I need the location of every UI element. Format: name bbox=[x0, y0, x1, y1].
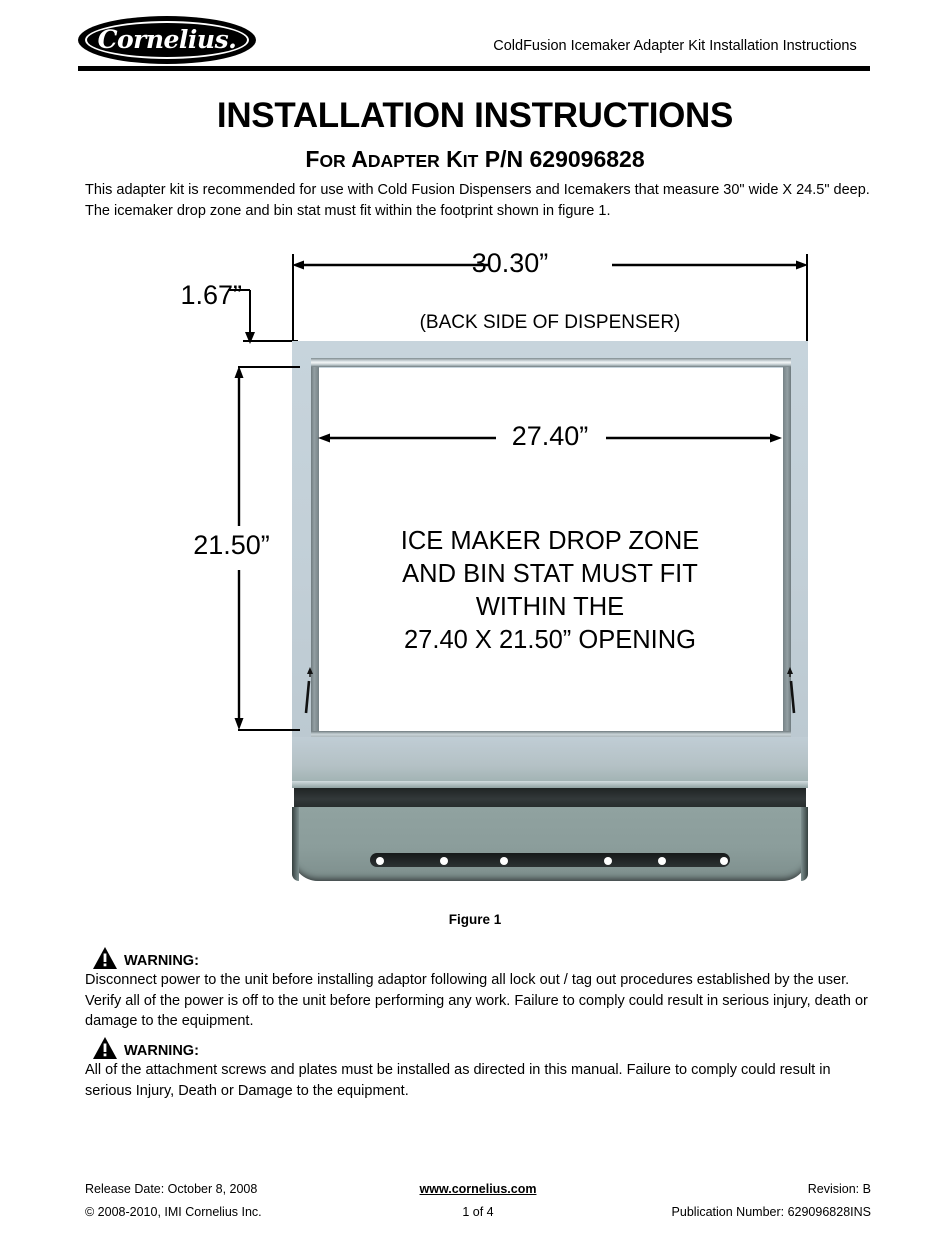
page-header: Cornelius. ColdFusion Icemaker Adapter K… bbox=[0, 0, 950, 78]
dispenser-base-edge-right bbox=[801, 807, 808, 881]
fastener-mark-right bbox=[786, 667, 796, 714]
dispenser-base bbox=[292, 807, 808, 881]
header-title: ColdFusion Icemaker Adapter Kit Installa… bbox=[493, 38, 857, 54]
dispenser-base-edge-left bbox=[292, 807, 299, 881]
footer-page-number: 1 of 4 bbox=[462, 1205, 494, 1219]
subtitle-a: A bbox=[345, 146, 368, 172]
intro-paragraph: This adapter kit is recommended for use … bbox=[85, 182, 870, 219]
warning-heading: WARNING: bbox=[93, 1037, 871, 1059]
dimension-arrow-opening-height-upper bbox=[234, 366, 244, 526]
subtitle-part-number: P/N 629096828 bbox=[478, 146, 645, 172]
drip-tray-dot bbox=[604, 857, 612, 865]
leader-line-opening-bottom bbox=[238, 729, 300, 731]
dimension-arrow-top-offset bbox=[228, 289, 255, 344]
dispenser-lower-body bbox=[292, 737, 808, 785]
subtitle-k: K bbox=[439, 146, 463, 172]
extension-line-right-top bbox=[806, 254, 808, 342]
page-footer: Release Date: October 8, 2008 www.cornel… bbox=[85, 1178, 871, 1224]
figure-1: 30.30” 1.67” (BACK SIDE OF DISPENSER) bbox=[0, 240, 950, 940]
subtitle-it: IT bbox=[462, 151, 479, 171]
leader-line-opening-top bbox=[238, 366, 300, 368]
callout-line: 27.40 X 21.50” OPENING bbox=[404, 626, 696, 654]
dispenser-post-right bbox=[783, 367, 791, 737]
footer-copyright: © 2008-2010, IMI Cornelius Inc. bbox=[85, 1205, 262, 1219]
drip-tray-dot bbox=[500, 857, 508, 865]
drip-tray-dot bbox=[440, 857, 448, 865]
opening-callout-text: ICE MAKER DROP ZONE AND BIN STAT MUST FI… bbox=[318, 525, 782, 657]
subtitle-or: OR bbox=[319, 151, 346, 171]
footer-revision: Revision: B bbox=[807, 1182, 871, 1196]
callout-line: AND BIN STAT MUST FIT bbox=[402, 560, 698, 588]
cornelius-logo: Cornelius. bbox=[78, 16, 256, 64]
dimension-arrow-opening-width bbox=[318, 433, 782, 443]
warning-text: All of the attachment screws and plates … bbox=[85, 1062, 831, 1099]
dimension-label-top-offset: 1.67” bbox=[180, 280, 242, 310]
warning-text: Disconnect power to the unit before inst… bbox=[85, 972, 868, 1029]
backside-label: (BACK SIDE OF DISPENSER) bbox=[419, 312, 681, 333]
drip-tray-dot bbox=[658, 857, 666, 865]
warning-label: WARNING: bbox=[124, 953, 199, 969]
figure-caption: Figure 1 bbox=[448, 912, 502, 927]
dispenser-opening bbox=[318, 368, 784, 736]
dispenser-dark-band bbox=[294, 788, 806, 808]
dimension-label-opening-width: 27.40” bbox=[511, 421, 589, 451]
subtitle-dapter: DAPTER bbox=[367, 151, 440, 171]
footer-row-bottom: © 2008-2010, IMI Cornelius Inc. 1 of 4 P… bbox=[85, 1201, 871, 1224]
extension-line-left-top bbox=[292, 254, 294, 342]
drip-tray-dot bbox=[376, 857, 384, 865]
callout-line: WITHIN THE bbox=[475, 593, 625, 621]
dimension-label-overall-width: 30.30” bbox=[471, 248, 549, 278]
leader-line-top-offset bbox=[243, 340, 298, 342]
footer-row-top: Release Date: October 8, 2008 www.cornel… bbox=[85, 1178, 871, 1201]
dispenser-illustration bbox=[292, 341, 808, 881]
header-divider-rule bbox=[78, 66, 870, 71]
dispenser-top-rail bbox=[311, 358, 791, 367]
drip-tray-dot bbox=[720, 857, 728, 865]
dimension-arrow-opening-height-lower bbox=[234, 570, 244, 730]
warning-triangle-icon bbox=[93, 1037, 117, 1059]
callout-line: ICE MAKER DROP ZONE bbox=[400, 527, 700, 555]
dispenser-trim-band bbox=[292, 781, 808, 788]
dimension-label-opening-height: 21.50” bbox=[193, 530, 270, 560]
dispenser-post-left bbox=[311, 367, 319, 737]
logo-inner-ring bbox=[85, 21, 249, 59]
dispenser-sill-rail bbox=[311, 731, 791, 739]
footer-website-link[interactable]: www.cornelius.com bbox=[419, 1182, 537, 1196]
warning-triangle-icon bbox=[93, 947, 117, 969]
warning-label: WARNING: bbox=[124, 1043, 199, 1059]
logo-wordmark: Cornelius. bbox=[97, 24, 237, 54]
footer-publication-number: Publication Number: 629096828INS bbox=[671, 1205, 871, 1219]
document-subtitle: FOR ADAPTER KIT P/N 629096828 bbox=[0, 146, 950, 173]
subtitle-f: F bbox=[305, 146, 320, 172]
dimension-arrow-width bbox=[292, 260, 808, 270]
warning-block-1: WARNING: Disconnect power to the unit be… bbox=[85, 947, 871, 1032]
footer-release-date: Release Date: October 8, 2008 bbox=[85, 1182, 258, 1196]
fastener-mark-left bbox=[302, 667, 313, 714]
warning-heading: WARNING: bbox=[93, 947, 871, 969]
page-title: INSTALLATION INSTRUCTIONS bbox=[216, 96, 734, 135]
drip-tray-slot bbox=[370, 853, 730, 867]
warning-block-2: WARNING: All of the attachment screws an… bbox=[85, 1037, 871, 1101]
